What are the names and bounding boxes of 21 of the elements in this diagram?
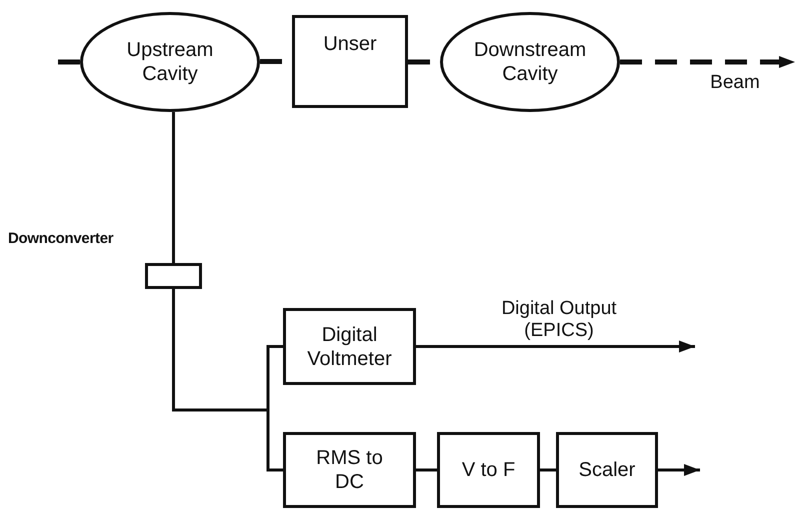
arrow — [658, 464, 700, 476]
arrow — [416, 340, 695, 352]
process-box — [292, 15, 408, 108]
arrow — [620, 56, 795, 68]
connector-line — [540, 468, 556, 472]
connector-line — [172, 289, 283, 472]
node-label: Scaler — [578, 458, 636, 482]
node-label: Downstream Cavity — [472, 38, 588, 86]
connector-line — [172, 112, 175, 263]
process-box — [556, 432, 658, 508]
node-label: Unser — [323, 32, 377, 56]
node-label: RMS to DC — [315, 446, 384, 494]
process-box — [437, 432, 540, 508]
node-label: Upstream Cavity — [126, 38, 214, 86]
node-label: V to F — [462, 458, 516, 482]
process-box — [283, 432, 416, 508]
component-label: Downconverter — [8, 230, 114, 247]
node-label: Digital Voltmeter — [306, 322, 393, 370]
process-box — [283, 308, 416, 385]
connector-line — [416, 468, 437, 472]
connector-line — [58, 60, 80, 64]
